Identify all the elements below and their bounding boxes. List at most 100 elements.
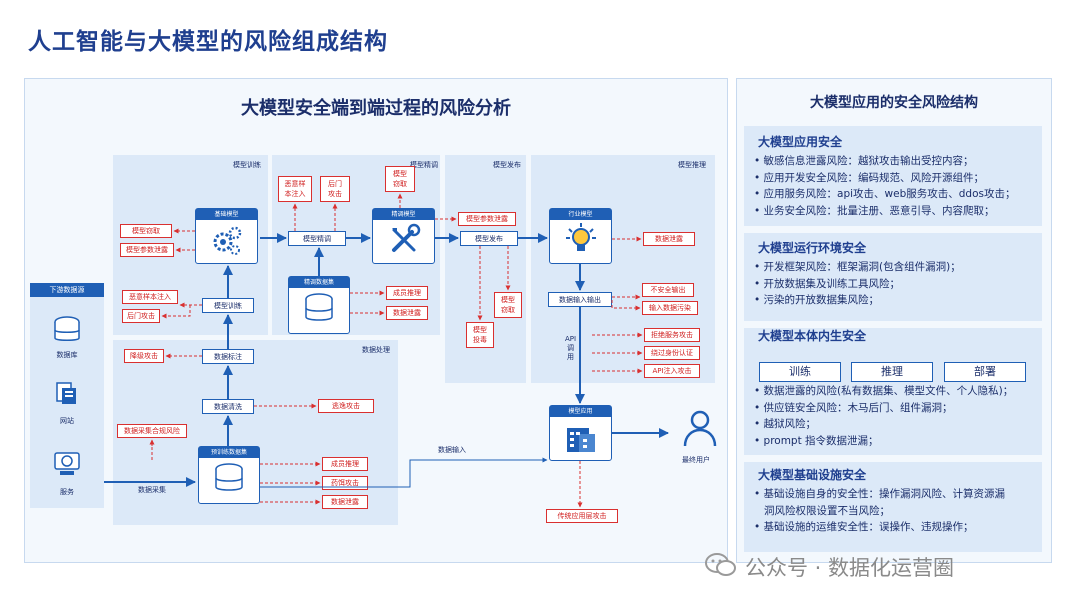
finetune-dataset-node[interactable]: 精调数据集 [288, 276, 350, 334]
list-item: 洞风险权限设置不当风险； [764, 504, 891, 517]
gear-icon [196, 220, 257, 264]
section-infra-security [744, 462, 1042, 552]
risk-unsafe-output: 不安全输出 [642, 283, 694, 297]
list-item: • 越狱风险； [754, 418, 817, 430]
pretrain-dataset-node[interactable]: 预训练数据集 [198, 446, 260, 504]
risk-ft-member: 成员推理 [386, 286, 428, 300]
database-icon [52, 315, 82, 349]
risk-collect-compliance: 数据采集合规风险 [117, 424, 187, 438]
section-list-app: • 敏感信息泄露风险：越狱攻击输出受控内容； • 应用开发安全风险：编码规范、风… [754, 153, 1015, 219]
list-item: • 应用开发安全风险：编码规范、风险开源组件； [754, 171, 985, 184]
risk-release-param: 模型参数泄露 [458, 212, 516, 226]
list-item: • 开放数据集及训练工具风险； [754, 277, 901, 290]
risk-model-steal: 模型窃取 [120, 224, 172, 238]
section-head-infra: 大模型基础设施安全 [758, 468, 867, 482]
tab-infer[interactable]: 推理 [851, 362, 933, 382]
risk-member-infer: 成员推理 [322, 457, 368, 471]
zone-label-release: 模型发布 [493, 161, 521, 169]
data-label-node[interactable]: 数据标注 [202, 349, 254, 364]
model-train-node[interactable]: 模型训练 [202, 298, 254, 313]
source-label-web: 网站 [60, 417, 74, 425]
lightbulb-icon [550, 220, 611, 264]
risk-degrade: 降级攻击 [124, 349, 164, 363]
risk-ft-steal: 模型 窃取 [385, 166, 415, 192]
zone-label-infer: 模型推理 [678, 161, 706, 169]
model-finetune-node[interactable]: 模型精调 [288, 231, 346, 246]
list-item: • prompt 指令数据泄漏； [754, 434, 879, 447]
api-call-label: API 调 用 [565, 335, 577, 361]
list-item: • 敏感信息泄露风险：越狱攻击输出受控内容； [754, 155, 974, 167]
industry-model-node[interactable]: 行业模型 [549, 208, 612, 264]
risk-auth-bypass: 绕过身份认证 [644, 346, 700, 360]
pretrain-dataset-label: 预训练数据集 [199, 447, 259, 458]
model-app-label: 模型应用 [550, 406, 611, 417]
server-icon [52, 450, 82, 482]
data-source-header: 下游数据源 [30, 283, 104, 297]
zone-model-infer [531, 155, 715, 383]
risk-dos: 拒绝服务攻击 [644, 328, 700, 342]
data-io-node[interactable]: 数据输入输出 [548, 292, 612, 307]
base-model-node[interactable]: 基础模型 [195, 208, 258, 264]
end-user-label: 最终用户 [682, 456, 710, 464]
tab-train[interactable]: 训练 [759, 362, 841, 382]
building-icon [550, 420, 611, 460]
risk-analysis-title: 大模型安全端到端过程的风险分析 [241, 98, 511, 119]
risk-app-layer: 传统应用层攻击 [546, 509, 618, 523]
industry-model-label: 行业模型 [550, 209, 611, 220]
risk-ft-malicious: 恶意样 本注入 [278, 176, 312, 202]
risk-malicious-inject: 恶意样本注入 [122, 290, 178, 304]
source-label-db: 数据库 [56, 351, 78, 359]
data-clean-node[interactable]: 数据清洗 [202, 399, 254, 414]
section-runtime-security [744, 233, 1042, 321]
risk-escape: 逃逸攻击 [318, 399, 374, 413]
list-item: • 基础设施自身的安全性：操作漏洞风险、计算资源漏 [754, 488, 1006, 500]
list-item: • 基础设施的运维安全性：误操作、违规操作； [754, 521, 974, 533]
list-item: • 应用服务风险：api攻击、web服务攻击、ddos攻击； [754, 188, 1016, 200]
section-list-runtime: • 开发框架风险：框架漏洞(包含组件漏洞)； • 开放数据集及训练工具风险； •… [754, 259, 961, 309]
wechat-icon [704, 551, 738, 583]
model-app-node[interactable]: 模型应用 [549, 405, 612, 461]
database-icon [199, 461, 259, 501]
zone-label-train: 模型训练 [233, 161, 261, 169]
section-intrinsic-security [744, 328, 1042, 455]
page-title: 人工智能与大模型的风险组成结构 [28, 29, 388, 55]
list-item: • 业务安全风险：批量注册、恶意引导、内容爬取； [754, 204, 995, 217]
base-model-label: 基础模型 [196, 209, 257, 220]
risk-release-poison: 模型 投毒 [466, 322, 494, 348]
zone-label-finetune: 模型精调 [410, 161, 438, 169]
risk-input-pollution: 输入数据污染 [642, 301, 698, 315]
watermark-text: 公众号 · 数据化运营圈 [745, 556, 955, 580]
section-head-app: 大模型应用安全 [758, 135, 843, 149]
user-icon [682, 408, 718, 452]
website-icon [53, 380, 81, 412]
tools-icon [373, 220, 434, 264]
database-icon [289, 291, 349, 331]
list-item: • 开发框架风险：框架漏洞(包含组件漏洞)； [754, 261, 961, 273]
data-input-label: 数据输入 [438, 446, 466, 454]
risk-ft-leak: 数据泄露 [386, 306, 428, 320]
list-item: • 供应链安全风险：木马后门、组件漏洞； [754, 401, 953, 414]
finetune-model-label: 精调模型 [373, 209, 434, 220]
section-head-runtime: 大模型运行环境安全 [758, 241, 867, 255]
section-list-intrinsic: • 数据泄露的风险(私有数据集、模型文件、个人隐私)； • 供应链安全风险：木马… [754, 383, 1013, 449]
risk-data-leak: 数据泄露 [322, 495, 368, 509]
zone-label-data: 数据处理 [362, 346, 390, 354]
finetune-model-node[interactable]: 精调模型 [372, 208, 435, 264]
structure-title: 大模型应用的安全风险结构 [810, 95, 978, 111]
risk-backdoor: 后门攻击 [122, 309, 160, 323]
risk-infer-leak: 数据泄露 [643, 232, 695, 246]
model-release-node[interactable]: 模型发布 [460, 231, 518, 246]
data-collect-label: 数据采集 [138, 486, 166, 494]
section-app-security [744, 126, 1042, 226]
risk-api-inject: API注入攻击 [644, 364, 700, 378]
source-label-svc: 服务 [60, 488, 74, 496]
risk-ft-backdoor: 后门 攻击 [320, 176, 350, 202]
section-head-intrinsic: 大模型本体内生安全 [758, 329, 867, 343]
list-item: • 污染的开放数据集风险； [754, 294, 880, 306]
risk-release-steal: 模型 窃取 [494, 292, 522, 318]
tab-deploy[interactable]: 部署 [944, 362, 1026, 382]
finetune-dataset-label: 精调数据集 [289, 277, 349, 288]
list-item: • 数据泄露的风险(私有数据集、模型文件、个人隐私)； [754, 385, 1014, 397]
section-list-infra: • 基础设施自身的安全性：操作漏洞风险、计算资源漏 洞风险权限设置不当风险； •… [754, 486, 1005, 536]
